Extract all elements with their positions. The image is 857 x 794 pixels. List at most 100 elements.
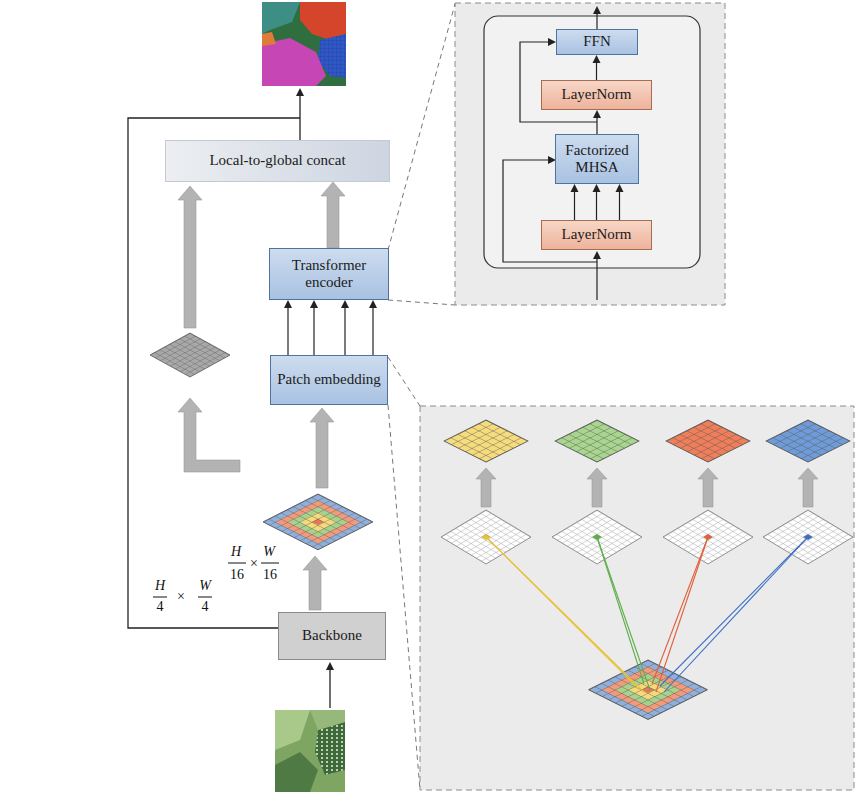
field xyxy=(315,722,345,775)
grid-cells xyxy=(589,660,708,719)
feature-grid xyxy=(150,333,230,377)
zoom-panel xyxy=(420,406,854,790)
grid-lines xyxy=(150,333,230,377)
fraction-bar xyxy=(153,597,167,598)
zoom-panel xyxy=(455,3,725,305)
flow-line xyxy=(313,307,314,355)
sampling-line xyxy=(597,537,650,690)
segment xyxy=(262,32,276,46)
fraction-bar xyxy=(153,563,279,597)
flow-line xyxy=(344,307,345,355)
node-label: LayerNorm xyxy=(562,86,632,103)
segment xyxy=(262,2,300,34)
grid-lines xyxy=(666,420,750,462)
block-arrow xyxy=(698,468,718,507)
process-box: FFN xyxy=(556,29,638,55)
block-arrow xyxy=(587,468,607,507)
block-arrow xyxy=(178,398,240,472)
attention-map xyxy=(555,420,639,462)
dimension-label: 4 xyxy=(202,599,209,614)
grid-lines xyxy=(444,420,528,462)
arrow-head xyxy=(548,38,556,46)
attention-map xyxy=(666,420,750,462)
arrow-head xyxy=(593,110,601,118)
node-label: Transformer encoder xyxy=(275,257,383,292)
dimension-label: W xyxy=(199,578,211,593)
grid-lines xyxy=(263,494,373,550)
attention-map xyxy=(444,420,528,462)
grid-cells xyxy=(263,494,373,550)
dimension-label: 16 xyxy=(263,567,277,582)
node-label: FFN xyxy=(583,33,611,50)
arrow-head xyxy=(296,88,304,96)
fraction-bar xyxy=(261,563,279,564)
flow-line xyxy=(596,117,597,134)
flow-connector xyxy=(593,184,601,220)
segment xyxy=(300,2,346,40)
flow-line xyxy=(596,191,597,220)
dimension-label: × xyxy=(177,589,185,604)
dimension-label: H xyxy=(155,578,165,593)
encoder-block-outline xyxy=(484,16,700,268)
grid-lines xyxy=(589,660,708,719)
arrow-head xyxy=(593,6,601,14)
dimension-label: W xyxy=(263,544,275,559)
arrow-head xyxy=(593,55,601,63)
block-arrow xyxy=(303,556,327,610)
flow-line xyxy=(574,191,575,220)
dimension-label: H xyxy=(231,544,241,559)
fraction-bar xyxy=(228,563,246,564)
input-image xyxy=(275,710,345,792)
zoom-leader xyxy=(388,357,420,406)
flow-connector xyxy=(369,300,377,355)
dimension-label: × xyxy=(250,556,258,571)
zoom-leader xyxy=(388,4,455,790)
field xyxy=(315,722,345,775)
feature-grid xyxy=(263,494,373,550)
arrow-head xyxy=(310,300,318,308)
flow-line xyxy=(287,307,288,355)
node-label: Backbone xyxy=(302,627,362,644)
flow-connector xyxy=(341,300,349,355)
field xyxy=(275,752,318,792)
arrow-head xyxy=(593,184,601,192)
field xyxy=(275,710,310,750)
block-arrow xyxy=(476,468,818,507)
grid-cells xyxy=(555,420,639,462)
process-box: LayerNorm xyxy=(541,80,652,110)
flow-line xyxy=(372,307,373,355)
node-label: LayerNorm xyxy=(562,226,632,243)
skip-connection xyxy=(299,94,300,140)
flow-connector xyxy=(593,110,601,134)
grid-cells xyxy=(766,420,850,462)
grid-cells xyxy=(150,333,230,377)
sampling-line xyxy=(597,537,644,684)
block-arrow xyxy=(798,468,818,507)
arrow-head xyxy=(571,184,579,192)
flow-connector xyxy=(284,300,292,355)
flow-arrow xyxy=(326,662,334,708)
process-box: Transformer encoder xyxy=(269,248,389,300)
zoom-leader xyxy=(388,300,455,305)
sampling-line xyxy=(652,537,708,684)
grid-lines xyxy=(555,420,639,462)
node-label: Patch embedding xyxy=(277,371,381,388)
flow-connector xyxy=(593,55,601,80)
node-label: Local-to-global concat xyxy=(209,152,345,169)
zoom-leader xyxy=(388,4,455,250)
flow-line xyxy=(596,62,597,80)
sampling-line xyxy=(486,537,808,692)
process-box: Local-to-global concat xyxy=(165,140,390,182)
block-arrow xyxy=(476,468,496,507)
grid-lines xyxy=(766,420,850,462)
arrow-head xyxy=(341,300,349,308)
flow-connector xyxy=(616,184,624,220)
grid-cells xyxy=(444,420,528,462)
process-box: Patch embedding xyxy=(270,355,388,405)
sampling-line xyxy=(660,537,808,686)
field xyxy=(310,710,345,730)
block-arrow xyxy=(178,186,202,328)
block-arrow xyxy=(310,408,334,488)
